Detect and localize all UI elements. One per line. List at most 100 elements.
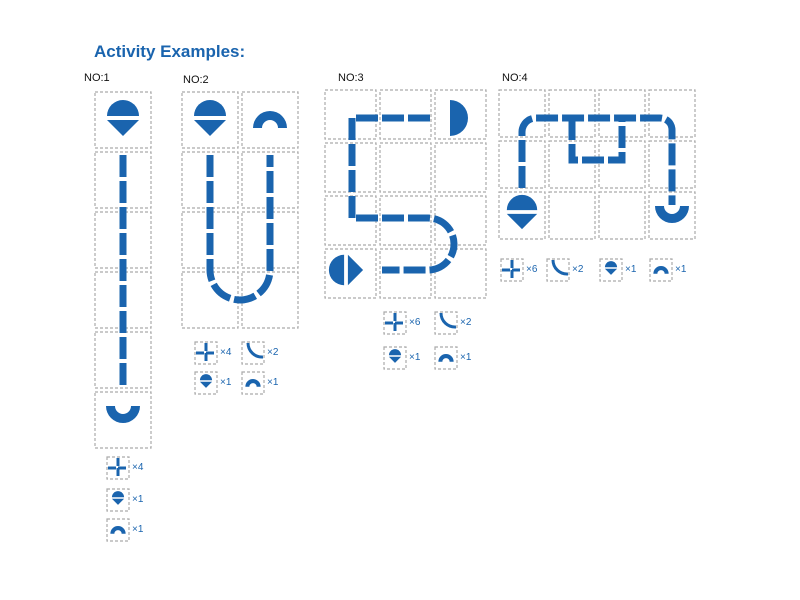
- cross-tile-icon: [502, 260, 522, 280]
- puzzle-tile: [500, 258, 524, 282]
- puzzle-tile: [498, 89, 546, 138]
- arch-body: [106, 406, 140, 423]
- puzzle-tile: [434, 346, 458, 370]
- page-title: Activity Examples:: [94, 42, 246, 61]
- start-shape: [199, 374, 213, 388]
- arch-body: [653, 266, 669, 274]
- track-path: [568, 118, 626, 164]
- start-dome: [107, 100, 139, 116]
- start-dome: [328, 254, 345, 286]
- tile-count: ×1: [409, 352, 421, 363]
- puzzle-tile: [181, 91, 239, 149]
- track-path: [518, 114, 676, 205]
- tile-count: ×6: [409, 317, 421, 328]
- curve-tile-icon: [246, 342, 264, 359]
- start-shape: [604, 261, 618, 275]
- puzzle-tile: [106, 456, 130, 480]
- start-arrow: [107, 120, 139, 136]
- puzzle-tile: [548, 191, 596, 240]
- tile-count: ×1: [267, 377, 279, 388]
- puzzle-tile: [324, 248, 377, 299]
- puzzle-tile: [94, 91, 152, 149]
- track-path: [348, 114, 458, 274]
- start-arrow: [347, 254, 364, 286]
- tile-count: ×2: [572, 264, 584, 275]
- puzzle-tile: [241, 341, 265, 365]
- puzzle-tile: [94, 391, 152, 449]
- example-1-label: NO:1: [84, 72, 110, 84]
- puzzle-tile: [599, 258, 623, 282]
- curve-tile-icon: [439, 312, 457, 329]
- tile-count: ×1: [675, 264, 687, 275]
- puzzle-tile: [434, 248, 487, 299]
- example-4-label: NO:4: [502, 72, 528, 84]
- tile-count: ×1: [132, 494, 144, 505]
- start-dome: [506, 194, 538, 211]
- arch-body: [438, 354, 454, 362]
- puzzle-tile: [194, 371, 218, 395]
- example-3-label: NO:3: [338, 72, 364, 84]
- start-dome: [111, 491, 125, 498]
- start-shape: [107, 100, 139, 136]
- tile-count: ×1: [460, 352, 472, 363]
- start-shape: [111, 491, 125, 505]
- puzzle-tile: [241, 371, 265, 395]
- start-dome: [388, 349, 402, 356]
- example-2-label: NO:2: [183, 74, 209, 86]
- half-disc-shape: [450, 100, 468, 136]
- start-dome: [604, 261, 618, 268]
- arch-shape: [438, 354, 454, 362]
- tile-count: ×2: [460, 317, 472, 328]
- arch-shape: [653, 266, 669, 274]
- puzzle-tile: [383, 346, 407, 370]
- puzzle-tile: [548, 140, 596, 189]
- start-shape: [328, 254, 364, 286]
- start-arrow: [194, 120, 226, 136]
- puzzle-tile: [648, 191, 696, 240]
- puzzle-tile: [383, 311, 407, 335]
- cross-tile-icon: [385, 313, 405, 333]
- puzzle-tile: [379, 142, 432, 193]
- arch-shape: [655, 206, 689, 223]
- tile-count: ×4: [220, 347, 232, 358]
- puzzle-tile: [598, 191, 646, 240]
- arch-shape: [245, 379, 261, 387]
- puzzle-tile: [434, 311, 458, 335]
- puzzle-tile: [546, 258, 570, 282]
- cross-tile-icon: [108, 458, 128, 478]
- puzzle-tile: [434, 142, 487, 193]
- puzzle-tile: [649, 258, 673, 282]
- puzzle-tile: [194, 341, 218, 365]
- tile-count: ×1: [132, 524, 144, 535]
- start-dome: [199, 374, 213, 381]
- puzzle-tile: [434, 89, 487, 140]
- start-shape: [388, 349, 402, 363]
- start-arrow: [604, 268, 618, 275]
- arch-body: [655, 206, 689, 223]
- puzzle-tile: [241, 91, 299, 149]
- start-dome: [194, 100, 226, 116]
- start-shape: [506, 194, 538, 230]
- start-arrow: [506, 213, 538, 230]
- arch-body: [245, 379, 261, 387]
- puzzle-tile: [598, 140, 646, 189]
- puzzle-tile: [379, 248, 432, 299]
- puzzle-tile: [379, 195, 432, 246]
- start-shape: [194, 100, 226, 136]
- arch-body: [110, 526, 126, 534]
- arch-shape: [253, 111, 287, 128]
- start-arrow: [199, 381, 213, 388]
- puzzle-tile: [106, 488, 130, 512]
- tile-count: ×6: [526, 264, 538, 275]
- tile-count: ×4: [132, 462, 144, 473]
- puzzle-tile: [106, 518, 130, 542]
- puzzle-tile: [498, 191, 546, 240]
- tile-count: ×1: [625, 264, 637, 275]
- start-arrow: [111, 498, 125, 505]
- arch-body: [253, 111, 287, 128]
- puzzle-tile: [379, 89, 432, 140]
- arch-shape: [110, 526, 126, 534]
- tile-count: ×1: [220, 377, 232, 388]
- cross-tile-icon: [196, 343, 216, 363]
